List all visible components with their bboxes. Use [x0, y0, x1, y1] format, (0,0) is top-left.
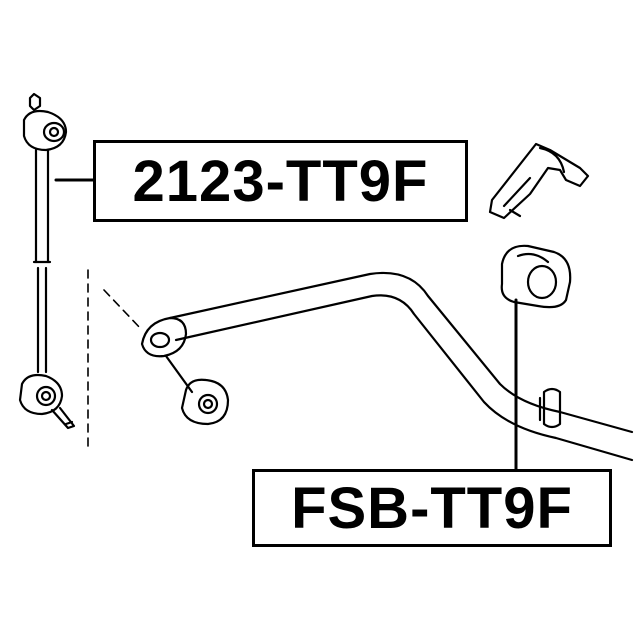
stabilizer-bar-drawing — [140, 271, 634, 462]
stabilizer-bushing-drawing — [500, 244, 572, 309]
stabilizer-link-drawing — [18, 92, 76, 430]
part-number-bushing: FSB-TT9F — [252, 469, 612, 547]
part-number-link: 2123-TT9F — [93, 140, 468, 222]
leader-lines — [54, 178, 518, 471]
bushing-bracket-drawing — [488, 142, 590, 220]
bar-end-bushing-drawing — [164, 354, 230, 426]
alignment-lines — [87, 269, 143, 449]
